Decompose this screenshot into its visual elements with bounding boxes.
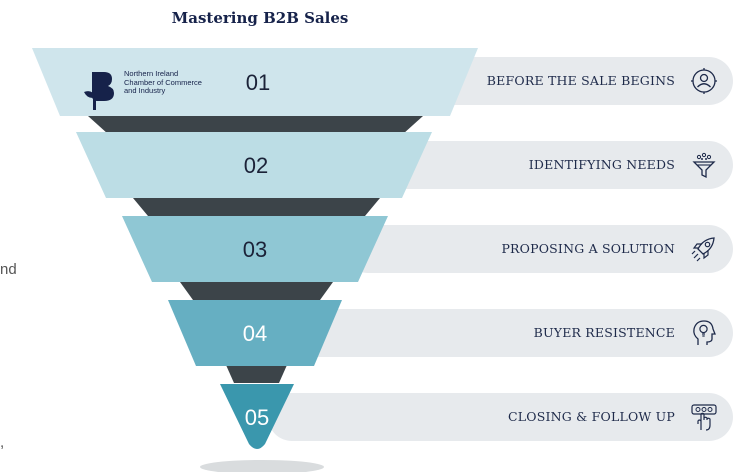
- funnel-layer-1: [32, 48, 478, 116]
- stage-label-3: PROPOSING A SOLUTION: [501, 241, 675, 256]
- stage-number-1: 01: [245, 70, 271, 95]
- stage-band-3: PROPOSING A SOLUTION: [344, 225, 733, 273]
- stage-number-5: 05: [244, 405, 270, 430]
- stage-label-1: BEFORE THE SALE BEGINS: [486, 73, 675, 88]
- chamber-logo-text: Northern Ireland Chamber of Commerce and…: [124, 69, 202, 95]
- user-circle-icon: [691, 68, 717, 94]
- stage-label-4: BUYER RESISTENCE: [533, 325, 675, 340]
- stage-label-2: IDENTIFYING NEEDS: [528, 157, 675, 172]
- stage-band-5: CLOSING & FOLLOW UP: [268, 393, 733, 441]
- filter-funnel-icon: [692, 152, 716, 179]
- cropped-text-2: ,: [0, 434, 5, 451]
- funnel-stem-1: [88, 116, 423, 134]
- funnel-shadow: [200, 460, 324, 472]
- diagram-title: Mastering B2B Sales: [171, 9, 349, 27]
- stage-band-4: BUYER RESISTENCE: [290, 309, 733, 357]
- stage-number-3: 03: [242, 237, 268, 262]
- funnel-layer-2: [76, 132, 432, 198]
- hand-touch-icon: [691, 404, 717, 431]
- stage-label-5: CLOSING & FOLLOW UP: [508, 409, 675, 424]
- funnel-layer-5: [220, 384, 294, 449]
- head-lightbulb-icon: [693, 320, 716, 345]
- stage-number-4: 04: [242, 321, 268, 346]
- funnel-layer-4: [168, 300, 342, 366]
- rocket-icon: [691, 237, 715, 262]
- funnel-layer-3: [122, 216, 388, 282]
- funnel-stem-4: [226, 365, 287, 383]
- cropped-text-1: nd: [0, 261, 17, 278]
- funnel-stem-3: [180, 282, 333, 300]
- funnel-stem-2: [133, 198, 380, 216]
- stage-number-2: 02: [243, 153, 269, 178]
- chamber-logo-icon: [84, 72, 114, 110]
